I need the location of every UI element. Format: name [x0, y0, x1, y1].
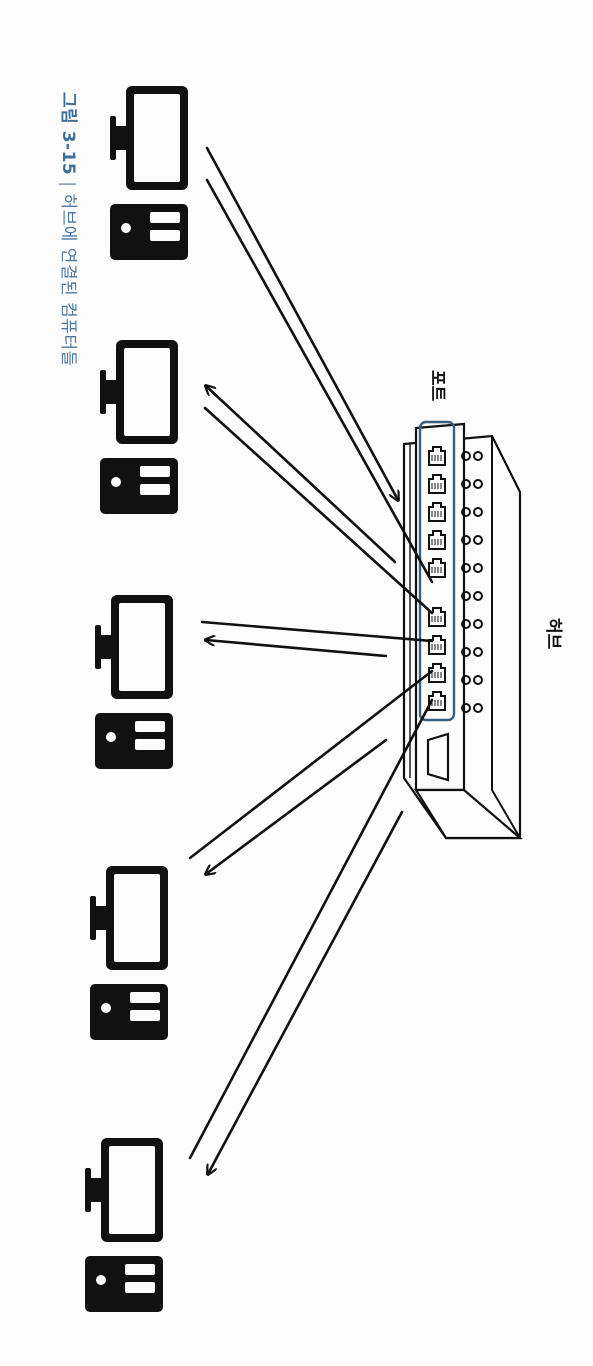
cable: [188, 669, 434, 860]
port-highlight-box: [418, 420, 456, 722]
arrow: [206, 640, 388, 658]
caption-separator: |: [58, 181, 78, 188]
hub-label: 허브: [543, 618, 563, 650]
arrow: [208, 810, 404, 1174]
computer-icon-1: [110, 86, 188, 260]
port-label: 포트: [427, 370, 447, 402]
figure-caption: 그림 3-15 | 허브에 연결된 컴퓨터들: [58, 92, 83, 367]
cable: [205, 178, 434, 584]
arrow: [206, 738, 388, 874]
cable: [200, 620, 434, 643]
computer-icon-2: [100, 340, 178, 514]
figure-number: 그림 3-15: [58, 92, 78, 176]
cable: [188, 698, 434, 1160]
cable: [203, 406, 434, 615]
computer-icon-4: [90, 866, 168, 1040]
arrow: [205, 146, 398, 500]
caption-text: 허브에 연결된 컴퓨터들: [58, 193, 78, 367]
arrow: [206, 386, 397, 564]
computer-icon-3: [95, 595, 173, 769]
computer-icon-5: [85, 1138, 163, 1312]
